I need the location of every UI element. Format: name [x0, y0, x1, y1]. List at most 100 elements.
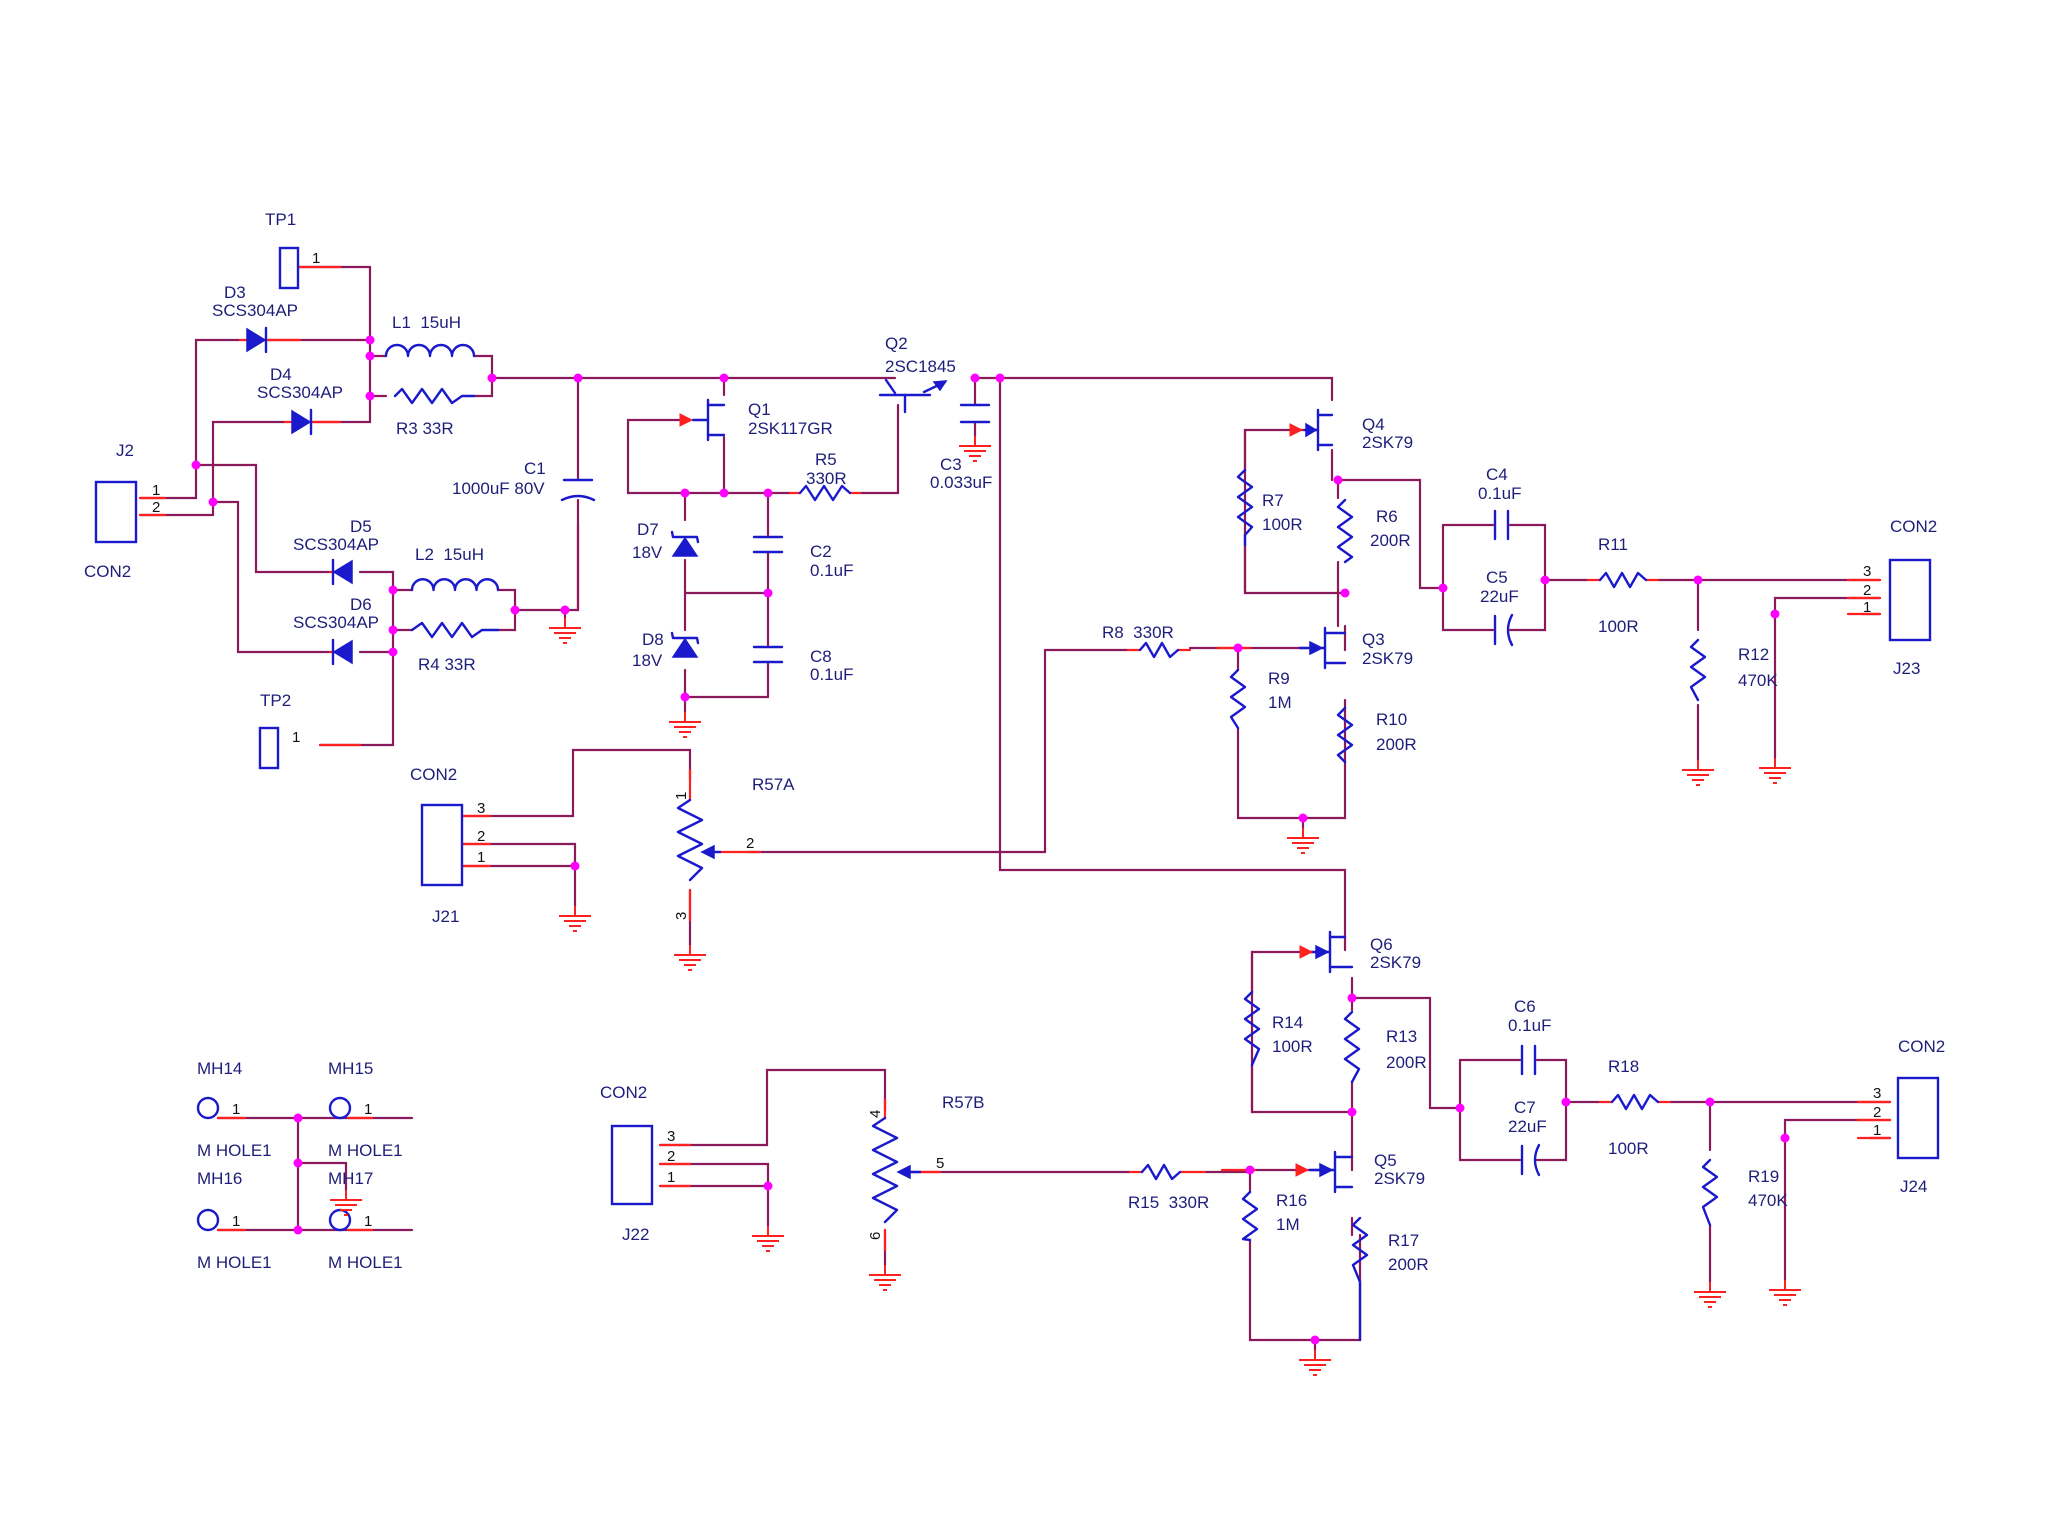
c1-ref: C1: [524, 459, 546, 478]
r12-ref: R12: [1738, 645, 1769, 664]
d4-ref: D4: [270, 365, 292, 384]
j23-connector: [1888, 558, 1932, 642]
r10-resistor: [1336, 706, 1354, 764]
mh16-ref: MH16: [197, 1169, 242, 1188]
q3-part: 2SK79: [1362, 649, 1413, 668]
r3-label: R3 33R: [396, 419, 454, 438]
d6-ref: D6: [350, 595, 372, 614]
j22-pin-3: 3: [667, 1128, 675, 1145]
q2-part: 2SC1845: [885, 357, 956, 376]
r57a-pin-2: 2: [746, 835, 754, 852]
r7-ref: R7: [1262, 491, 1284, 510]
q1-ref: Q1: [748, 400, 771, 419]
c3-value: 0.033uF: [930, 473, 992, 492]
q1-jfet: [679, 398, 726, 442]
d8-ref: D8: [642, 630, 664, 649]
c3-capacitor: [959, 403, 991, 424]
r9-value: 1M: [1268, 693, 1292, 712]
q6-part: 2SK79: [1370, 953, 1421, 972]
c4-ref: C4: [1486, 465, 1508, 484]
c7-capacitor: [1520, 1143, 1541, 1177]
r6-ref: R6: [1376, 507, 1398, 526]
mh17-pin: 1: [364, 1213, 372, 1230]
r9-resistor: [1229, 668, 1247, 730]
r5-resistor: [798, 484, 852, 502]
c7-value: 22uF: [1508, 1117, 1547, 1136]
r57b-ref: R57B: [942, 1093, 985, 1112]
r57a-potentiometer: [676, 798, 722, 882]
r12-value: 470K: [1738, 671, 1778, 690]
j23-pin-3: 3: [1863, 563, 1871, 580]
r19-resistor: [1701, 1158, 1719, 1227]
r5-value: 330R: [806, 469, 847, 488]
r6-value: 200R: [1370, 531, 1411, 550]
d7-zener: [670, 530, 700, 557]
j21-connector: [420, 803, 464, 887]
r18-ref: R18: [1608, 1057, 1639, 1076]
d3-diode: [246, 326, 268, 354]
component-leads: [138, 265, 1892, 1252]
r8-resistor: [1138, 641, 1180, 659]
tp2-pin: 1: [292, 729, 300, 746]
j21-type: CON2: [410, 765, 457, 784]
d5-diode: [331, 558, 353, 586]
j23-type: CON2: [1890, 517, 1937, 536]
d7-ref: D7: [637, 520, 659, 539]
mh14-pin: 1: [232, 1101, 240, 1118]
r57b-pin-4: 4: [867, 1110, 884, 1118]
r57b-pin-6: 6: [867, 1232, 884, 1240]
tp1-ref: TP1: [265, 210, 296, 229]
r18-resistor: [1610, 1093, 1660, 1111]
r5-ref: R5: [815, 450, 837, 469]
j2-ref: J2: [116, 441, 134, 460]
j22-pin-1: 1: [667, 1169, 675, 1186]
j22-ref: J22: [622, 1225, 649, 1244]
q4-jfet: [1289, 408, 1334, 452]
d4-part: SCS304AP: [257, 383, 343, 402]
junction-dots: [191, 335, 1790, 1345]
c8-value: 0.1uF: [810, 665, 853, 684]
d8-zener: [670, 631, 700, 658]
mh14-mounting-hole: [196, 1096, 220, 1120]
c6-capacitor: [1520, 1044, 1537, 1076]
mh15-ref: MH15: [328, 1059, 373, 1078]
l1-inductor: [384, 343, 476, 358]
j23-ref: J23: [1893, 659, 1920, 678]
r16-ref: R16: [1276, 1191, 1307, 1210]
r8-label: R8 330R: [1102, 623, 1174, 642]
c6-value: 0.1uF: [1508, 1016, 1551, 1035]
q2-ref: Q2: [885, 334, 908, 353]
r10-value: 200R: [1376, 735, 1417, 754]
l1-label: L1 15uH: [392, 313, 461, 332]
r7-resistor: [1236, 468, 1254, 547]
j21-pin-1: 1: [477, 849, 485, 866]
j22-type: CON2: [600, 1083, 647, 1102]
mh14-part: M HOLE1: [197, 1141, 272, 1160]
r11-value: 100R: [1598, 617, 1639, 636]
r13-ref: R13: [1386, 1027, 1417, 1046]
j24-connector: [1896, 1076, 1940, 1160]
j24-type: CON2: [1898, 1037, 1945, 1056]
q4-part: 2SK79: [1362, 433, 1413, 452]
q5-part: 2SK79: [1374, 1169, 1425, 1188]
l2-inductor: [410, 578, 500, 592]
mh14-ref: MH14: [197, 1059, 242, 1078]
j21-pin-3: 3: [477, 800, 485, 817]
r57a-pin-3: 3: [673, 912, 690, 920]
r57a-pin-1: 1: [673, 792, 690, 800]
j24-pin-2: 2: [1873, 1104, 1881, 1121]
r17-ref: R17: [1388, 1231, 1419, 1250]
c3-ref: C3: [940, 455, 962, 474]
r13-resistor: [1343, 1010, 1361, 1084]
tp2-testpoint: [258, 726, 280, 770]
r14-value: 100R: [1272, 1037, 1313, 1056]
tp1-pin: 1: [312, 250, 320, 267]
c4-capacitor: [1493, 509, 1510, 541]
r57b-pin-5: 5: [936, 1155, 944, 1172]
r57b-potentiometer: [871, 1116, 922, 1224]
q3-jfet: [1298, 626, 1347, 670]
d7-value: 18V: [632, 543, 663, 562]
d6-part: SCS304AP: [293, 613, 379, 632]
r14-resistor: [1243, 990, 1261, 1067]
c1-value: 1000uF 80V: [452, 479, 545, 498]
